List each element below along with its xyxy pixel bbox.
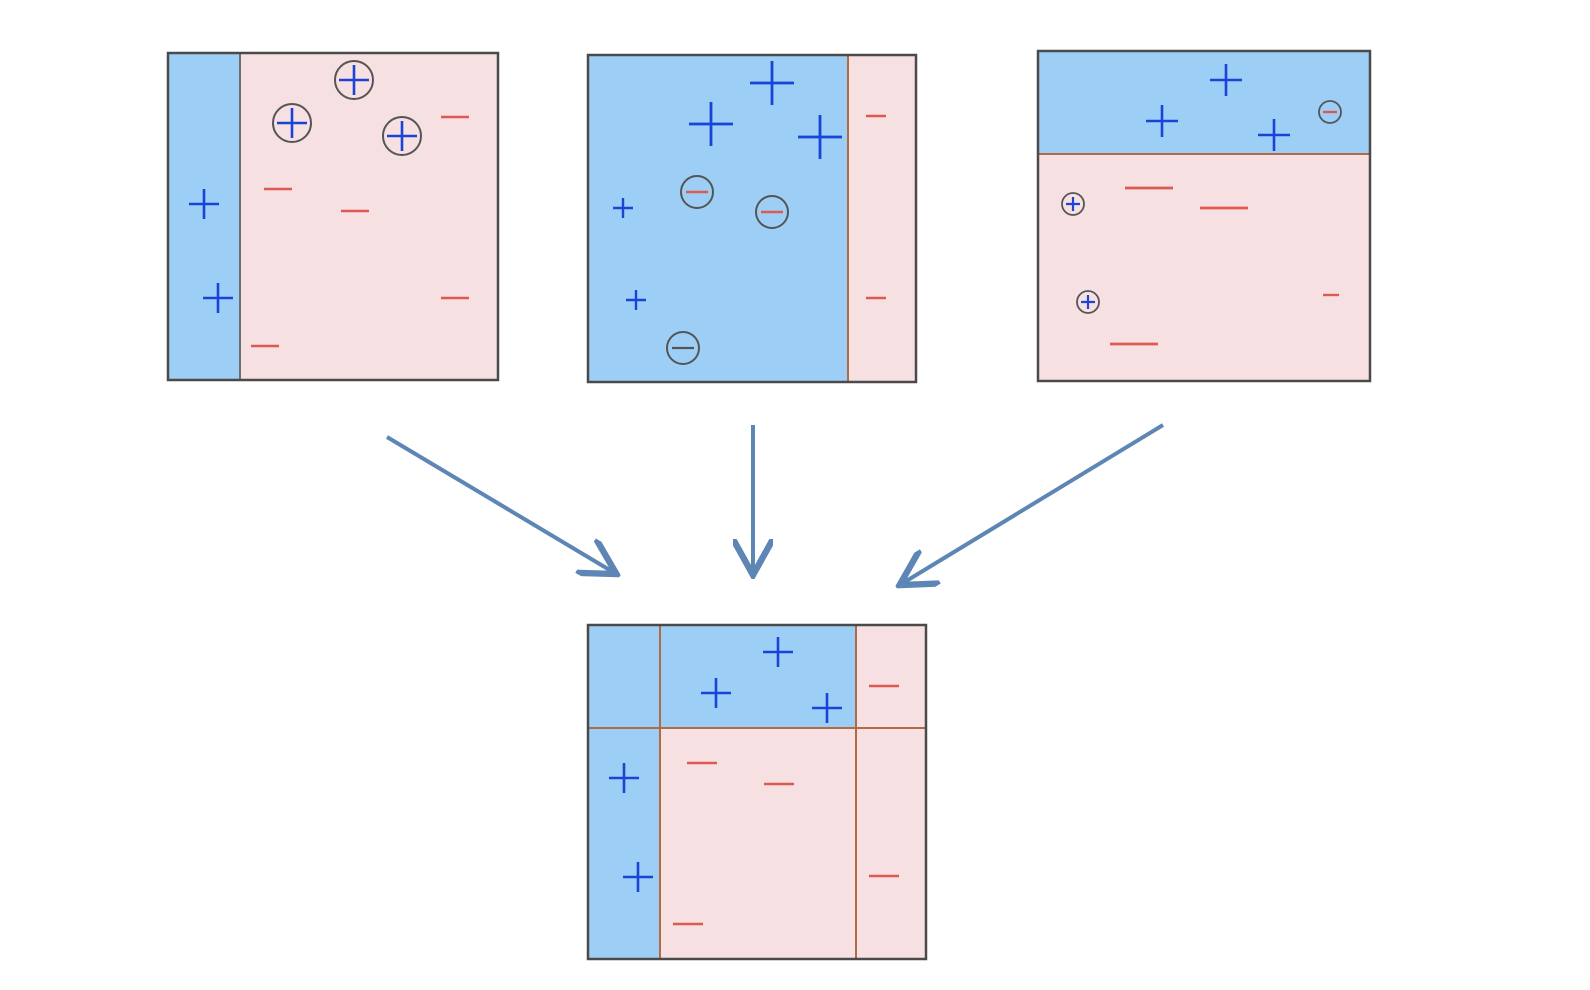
panel-border <box>586 53 918 384</box>
plus-icon <box>763 637 793 667</box>
panel-border <box>1036 49 1372 383</box>
plus-icon <box>1258 119 1290 151</box>
circled-sample-icon <box>1318 100 1342 124</box>
combined-classifier-panel <box>586 623 928 961</box>
plus-icon <box>812 693 842 723</box>
circled-sample-icon <box>680 175 714 209</box>
weak-classifier-panel-3 <box>1036 49 1372 383</box>
plus-icon <box>609 763 639 793</box>
plus-icon <box>189 189 219 219</box>
circled-sample-icon <box>1061 192 1085 216</box>
panel-border <box>166 51 500 382</box>
plus-icon <box>1146 105 1178 137</box>
panel-border <box>586 623 928 961</box>
plus-icon <box>701 678 731 708</box>
weak-classifier-panel-2 <box>586 53 918 384</box>
circled-sample-icon <box>382 116 422 156</box>
arrow-down-icon <box>385 435 613 572</box>
plus-icon <box>1210 64 1242 96</box>
weak-classifier-panel-1 <box>166 51 500 382</box>
plus-icon <box>626 290 646 310</box>
circled-sample-icon <box>666 331 700 365</box>
circled-sample-icon <box>1076 290 1100 314</box>
plus-icon <box>203 283 233 313</box>
plus-icon <box>613 198 633 218</box>
arrow-down-icon <box>903 423 1165 583</box>
flow-arrows <box>385 423 1165 583</box>
plus-icon <box>623 862 653 892</box>
plus-icon <box>689 102 733 146</box>
positive-region <box>1038 51 1370 154</box>
positive-region <box>588 55 848 382</box>
circled-sample-icon <box>334 60 374 100</box>
plus-icon <box>798 115 842 159</box>
plus-icon <box>750 61 794 105</box>
circled-sample-icon <box>755 195 789 229</box>
circled-sample-icon <box>272 103 312 143</box>
positive-region <box>660 625 856 728</box>
